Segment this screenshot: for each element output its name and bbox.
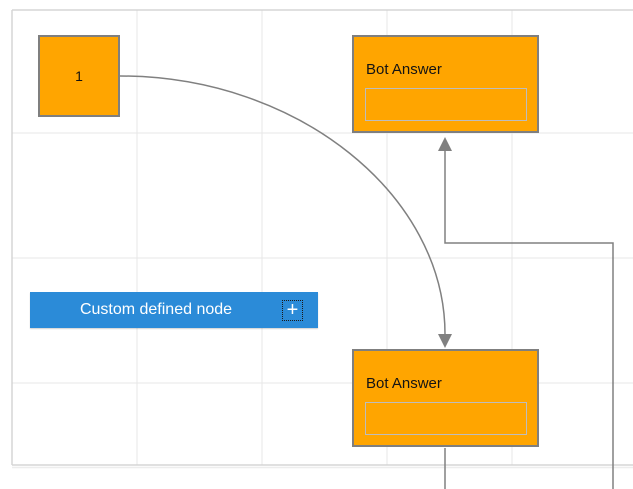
bot-answer-input[interactable]: [365, 402, 527, 435]
canvas-border: [11, 9, 633, 466]
node-bot-answer-bottom[interactable]: Bot Answer: [352, 349, 539, 447]
node-custom-defined[interactable]: Custom defined node +: [30, 292, 318, 328]
add-port-plus-icon[interactable]: +: [282, 299, 303, 321]
node-title: Bot Answer: [366, 61, 442, 78]
bot-answer-input[interactable]: [365, 88, 527, 121]
node-title: Bot Answer: [366, 375, 442, 392]
connector-curve[interactable]: [119, 75, 452, 348]
node-start[interactable]: 1: [38, 35, 120, 117]
node-start-label: 1: [75, 68, 83, 84]
custom-node-label: Custom defined node: [79, 301, 233, 318]
connector-orthogonal[interactable]: [438, 137, 614, 489]
arrowhead-down-icon: [438, 334, 452, 348]
node-bot-answer-top[interactable]: Bot Answer: [352, 35, 539, 133]
arrowhead-up-icon: [438, 137, 452, 151]
